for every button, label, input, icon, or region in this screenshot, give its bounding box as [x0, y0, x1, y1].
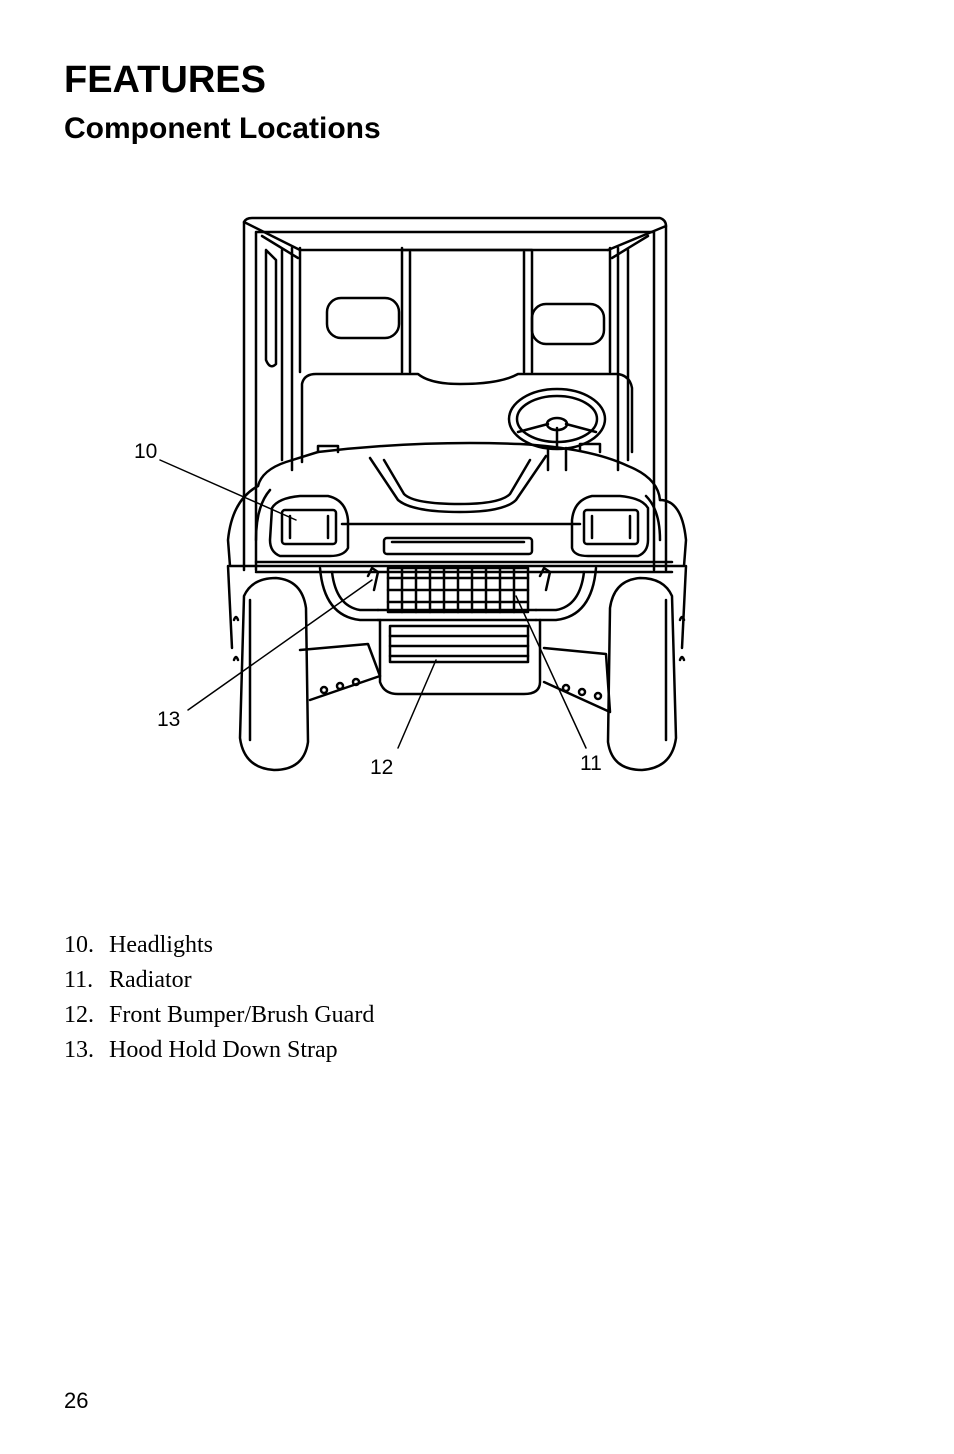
legend-item: 13. Hood Hold Down Strap [64, 1033, 374, 1068]
callout-13: 13 [157, 708, 181, 731]
legend-number: 13. [64, 1037, 94, 1063]
callout-12: 12 [370, 756, 394, 779]
component-legend: 10. Headlights 11. Radiator 12. Front Bu… [64, 928, 374, 1068]
page-number: 26 [64, 1388, 89, 1413]
legend-label: Hood Hold Down Strap [109, 1037, 338, 1063]
legend-item: 10. Headlights [64, 928, 374, 963]
legend-number: 12. [64, 1002, 94, 1028]
legend-number: 10. [64, 932, 94, 958]
legend-label: Headlights [109, 932, 213, 958]
subsection-title: Component Locations [64, 112, 381, 145]
legend-label: Front Bumper/Brush Guard [109, 1002, 375, 1028]
legend-item: 12. Front Bumper/Brush Guard [64, 998, 374, 1033]
section-title: FEATURES [64, 59, 266, 101]
vehicle-illustration: 10 11 12 13 [134, 216, 688, 779]
callout-11: 11 [580, 752, 602, 775]
vehicle-line-drawing [159, 216, 688, 772]
legend-item: 11. Radiator [64, 963, 374, 998]
legend-label: Radiator [109, 967, 192, 993]
callout-10: 10 [134, 440, 158, 463]
legend-number: 11. [64, 967, 94, 993]
